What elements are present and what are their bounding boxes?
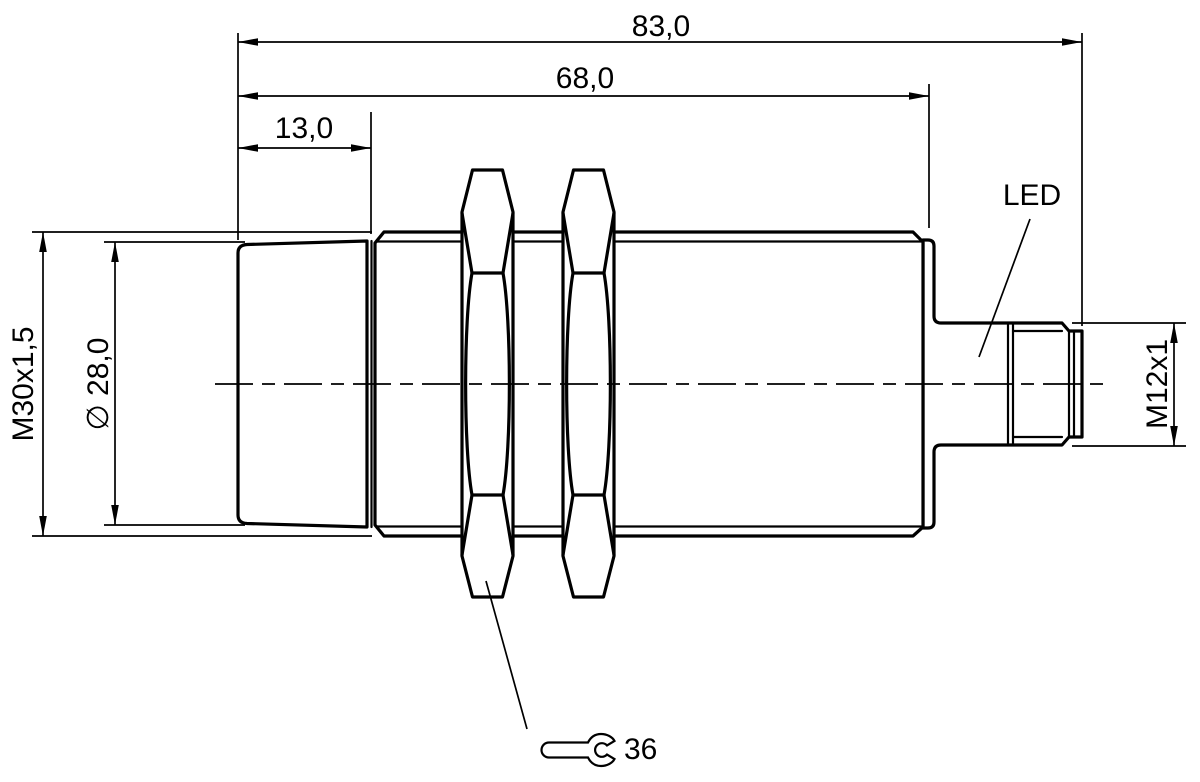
dim-connector-thread-label: M12x1: [1141, 339, 1174, 429]
dim-body-thread-label: M30x1,5: [7, 326, 40, 441]
extension-lines: [32, 33, 1186, 537]
leader-lines: [485, 218, 1031, 730]
dimension-lines: [39, 38, 1178, 536]
dim-head-length-label: 13,0: [275, 112, 333, 145]
dim-head-diameter-label: ∅ 28,0: [82, 338, 115, 431]
dim-housing-length-label: 68,0: [556, 62, 614, 95]
led-label: LED: [1003, 179, 1061, 212]
wrench-icon: [540, 732, 616, 768]
wrench-leader-line: [485, 580, 528, 730]
wrench-size-label: 36: [624, 733, 657, 766]
dim-overall-length-label: 83,0: [632, 10, 690, 43]
led-leader-line: [978, 218, 1031, 358]
